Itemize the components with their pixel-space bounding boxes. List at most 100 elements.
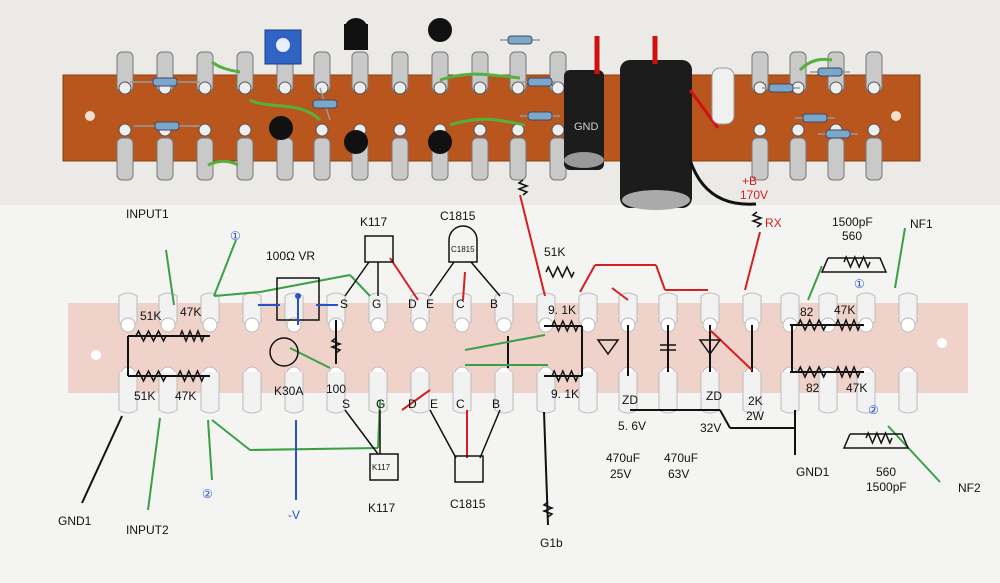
label-cap470-25v: 25V	[610, 467, 631, 481]
label-r51k-bot-left: 51K	[134, 389, 155, 403]
c1815-bottom-symbol	[454, 455, 484, 483]
label-input2: INPUT2	[126, 523, 169, 537]
lug-top-eye	[412, 317, 428, 333]
c1815-top-symbol	[448, 225, 478, 263]
label-r82-top: 82	[800, 305, 814, 319]
pin-e-top: E	[426, 297, 434, 311]
photo-lug-eye	[551, 81, 565, 95]
lug-top-eye	[160, 317, 176, 333]
label-r47k-top-right: 47K	[834, 303, 855, 317]
photo-lug-bottom	[789, 137, 807, 181]
label-zd-mid-v: 32V	[700, 421, 721, 435]
label-plus-b-volt: 170V	[740, 188, 768, 202]
label-zd-mid: ZD	[706, 389, 722, 403]
photo-resistor-body	[152, 77, 178, 87]
power-resistor-photo	[711, 67, 735, 125]
vr-wiper-icon	[295, 293, 301, 299]
photo-wires	[207, 57, 833, 167]
label-zd-left-v: 5. 6V	[618, 419, 646, 433]
transistor-photo	[269, 116, 293, 140]
label-c1500-top: 1500pF	[832, 215, 873, 229]
photo-lug-bottom	[276, 137, 294, 181]
photo-resistors	[130, 35, 858, 139]
resistor-47k-bot-left	[177, 369, 205, 383]
photo-lug-eye	[198, 81, 212, 95]
label-circle2-right: ②	[868, 403, 879, 417]
photo-resistor-body	[817, 67, 843, 77]
label-c1815-bottom: C1815	[450, 497, 486, 511]
resistor-51k-mid	[545, 265, 575, 279]
photo-resistor-body	[768, 83, 794, 93]
lug-top-eye	[370, 317, 386, 333]
photo-lug-bottom	[865, 137, 883, 181]
lug-bottom	[284, 372, 304, 414]
label-r51k-mid: 51K	[544, 245, 565, 259]
label-r47k-bot-left: 47K	[175, 389, 196, 403]
label-plus-b: +B	[742, 174, 757, 188]
labels: INPUT1 INPUT2 GND1 GND1 -V G1b NF1 NF2 +…	[58, 174, 981, 550]
label-vr-100: 100Ω VR	[266, 249, 315, 263]
pin-s-bot: S	[342, 397, 350, 411]
label-circle1-right: ①	[854, 277, 865, 291]
photo-lug-eye	[353, 81, 367, 95]
resistor-9k1-top	[551, 319, 579, 333]
k117-top-symbol	[364, 235, 394, 263]
label-k117-body: K117	[372, 463, 391, 472]
photo-lug-bottom	[196, 137, 214, 181]
photo-lug-eye	[473, 123, 487, 137]
lug-bottom	[578, 372, 598, 414]
photo-lug-bottom	[751, 137, 769, 181]
label-circle2-left: ②	[202, 487, 213, 501]
photo-lug-bottom	[509, 137, 527, 181]
pin-e-bot: E	[430, 397, 438, 411]
pin-b-bot: B	[492, 397, 500, 411]
resistor-82-top	[797, 318, 827, 332]
label-r82-bot: 82	[806, 381, 820, 395]
lug-top-eye	[496, 317, 512, 333]
photo-resistor-body	[507, 35, 533, 45]
label-gnd1-left: GND1	[58, 514, 92, 528]
pin-c-bot: C	[456, 397, 465, 411]
zd-56v-symbol	[596, 339, 620, 356]
label-minus-v: -V	[288, 508, 300, 522]
resistor-560-top	[843, 255, 871, 269]
photo-lug-eye	[433, 81, 447, 95]
photo-lug-bottom	[471, 137, 489, 181]
photo-lug-eye	[315, 123, 329, 137]
photo-lug-bottom	[391, 137, 409, 181]
label-g1b: G1b	[540, 536, 563, 550]
label-cap470-63v: 63V	[668, 467, 689, 481]
photo-lug-eye	[278, 81, 292, 95]
lug-top-eye	[120, 317, 136, 333]
pin-g-bot: G	[376, 397, 385, 411]
photo-lug-bottom	[236, 137, 254, 181]
transistor-photo	[428, 18, 452, 42]
lug-top-eye	[454, 317, 470, 333]
label-nf1: NF1	[910, 217, 933, 231]
red-wiring	[389, 194, 761, 458]
resistor-47k-top-right	[835, 317, 861, 333]
label-k117-top: K117	[360, 215, 387, 229]
photo-lug-bottom	[549, 137, 567, 181]
pin-s-top: S	[340, 297, 348, 311]
cap-470uf-25v-photo	[564, 70, 604, 170]
photo-lug-eye	[198, 123, 212, 137]
photo-lug-eye	[551, 123, 565, 137]
photo-lug-bottom	[116, 137, 134, 181]
lug-top-eye	[580, 317, 596, 333]
resistor-47k-top-left	[179, 328, 205, 344]
lug-bottom	[898, 372, 918, 414]
photo-lug-eye	[867, 81, 881, 95]
label-r47k-bot-right: 47K	[846, 381, 867, 395]
resistor-47k-bot-right	[835, 364, 861, 380]
photo-resistor-body	[802, 113, 828, 123]
photo-lug-bottom	[313, 137, 331, 181]
pin-d-top: D	[408, 297, 417, 311]
label-r9k1-bot: 9. 1K	[551, 387, 579, 401]
label-c1500-bot: 1500pF	[866, 480, 907, 494]
label-c560-bot: 560	[876, 465, 896, 479]
photo-lug-eye	[238, 123, 252, 137]
label-input1: INPUT1	[126, 207, 169, 221]
photo-lug-eye	[511, 81, 525, 95]
